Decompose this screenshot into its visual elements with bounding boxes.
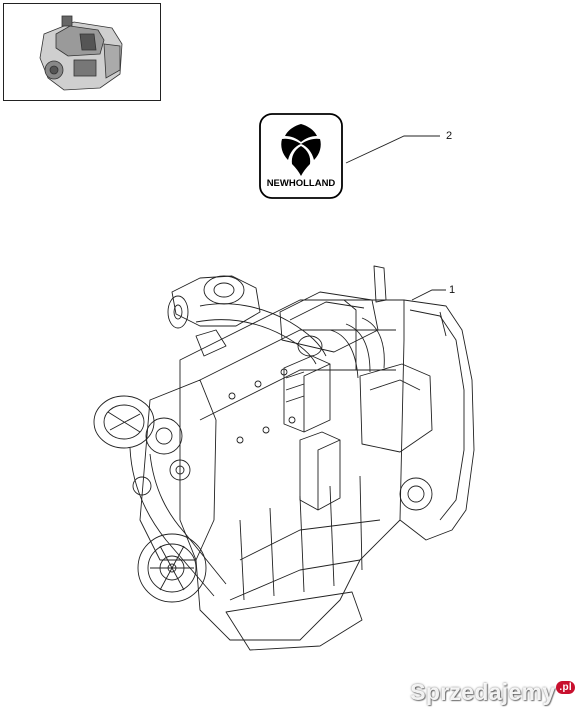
- leader-line-2: [345, 135, 440, 164]
- watermark-tld-badge: .pl: [556, 681, 575, 694]
- engine-thumbnail-icon: [39, 15, 123, 91]
- leader-line-1: [411, 289, 446, 301]
- new-holland-leaf-icon: [281, 124, 321, 176]
- new-holland-decal: NEWHOLLAND: [259, 113, 343, 199]
- callout-2: 2: [446, 130, 453, 142]
- overview-thumbnail: [3, 3, 161, 101]
- watermark: Sprzedajemy.pl: [410, 679, 575, 706]
- callout-1: 1: [449, 284, 456, 296]
- logo-text: NEWHOLLAND: [267, 178, 336, 189]
- watermark-text: Sprzedajemy: [410, 679, 556, 705]
